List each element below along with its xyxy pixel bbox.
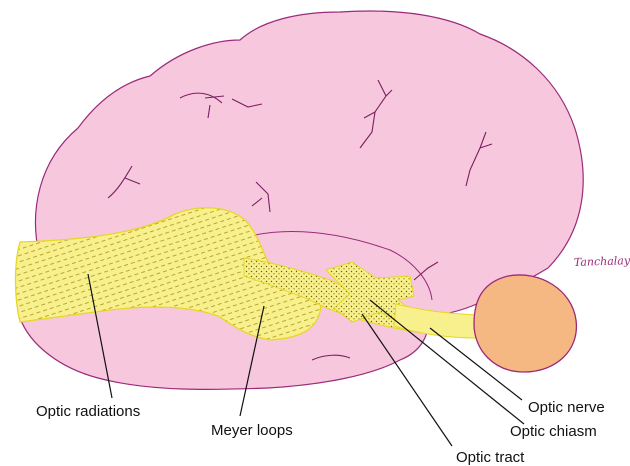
artist-signature: Tanchalay: [574, 254, 630, 269]
leader-optic-tract: [361, 313, 453, 447]
label-optic-radiations: Optic radiations: [36, 403, 140, 420]
label-optic-tract: Optic tract: [456, 449, 525, 466]
label-optic-nerve: Optic nerve: [528, 399, 605, 416]
temporal-lobe-outline: [249, 231, 433, 301]
leader-meyer-loops: [239, 305, 265, 417]
leader-optic-radiations: [87, 273, 113, 399]
optic-radiations-band: [14, 207, 322, 341]
leader-optic-nerve: [429, 327, 523, 401]
leader-optic-chiasm: [369, 299, 525, 425]
label-optic-chiasm: Optic chiasm: [510, 423, 597, 440]
label-meyer-loops: Meyer loops: [211, 422, 293, 439]
brain-sulci: [107, 79, 493, 361]
eye-globe: [473, 274, 578, 373]
leader-lines: [87, 273, 525, 447]
